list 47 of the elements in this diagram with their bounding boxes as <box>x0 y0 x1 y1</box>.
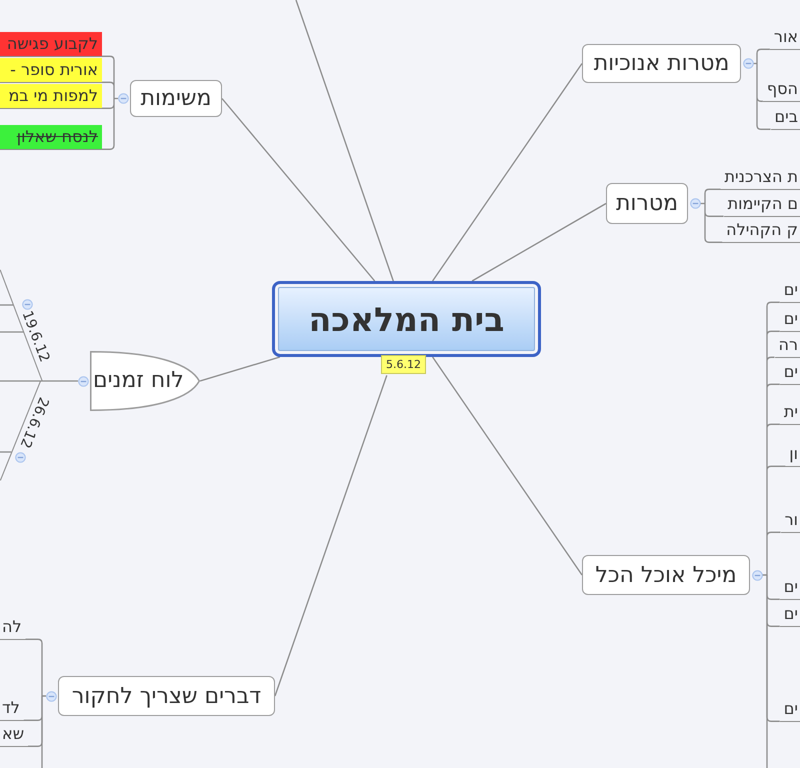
subtopic-label: ק הקהילה <box>722 221 800 243</box>
connector-line <box>295 0 394 282</box>
topic-box: דברים שצריך לחקור <box>58 676 275 716</box>
subtopic-label: אור <box>770 28 800 50</box>
subtopic-label: ור <box>780 511 800 533</box>
connector-line <box>432 356 583 576</box>
task-label: לקבוע פגישה <box>0 32 102 57</box>
subtopic-label: שא <box>0 725 28 747</box>
connector-line <box>752 48 772 130</box>
connector-line <box>0 331 24 333</box>
subtopic-label: ים <box>780 363 800 385</box>
connector-line <box>432 63 583 282</box>
connector-line <box>200 356 280 382</box>
subtopic-label: ם הקיימות <box>724 195 800 217</box>
task-label: אורית סופר - <box>0 58 102 83</box>
subtopic-label: ים <box>780 281 800 303</box>
topic-box: מטרות אנוכיות <box>582 44 741 83</box>
connector-line <box>762 574 768 768</box>
subtopic-label: ון <box>785 445 800 467</box>
connector-line <box>274 375 388 696</box>
connector-line <box>0 304 14 306</box>
connector-line <box>0 380 78 382</box>
subtopic-label: ית <box>780 403 800 425</box>
subtopic-label: לד <box>0 699 24 721</box>
subtopic-label: רה <box>774 336 800 358</box>
date-note: 5.6.12 <box>381 355 426 374</box>
topic-box: מיכל אוכל הכל <box>582 555 750 595</box>
central-topic-box: בית המלאכה <box>272 281 541 357</box>
subtopic-label: ים <box>780 578 800 600</box>
task-label: לנסח שאלון <box>0 125 102 150</box>
connector-line <box>0 451 12 453</box>
connector-line <box>101 56 119 150</box>
subtopic-label: ת הצרכנית <box>720 168 800 190</box>
connector-line <box>472 202 606 282</box>
connector-line <box>222 98 376 282</box>
subtopic-label: בים <box>770 108 800 130</box>
subtopic-label: ים <box>780 310 800 332</box>
topic-box: משימות <box>130 80 222 117</box>
fishbone-head: לוח זמנים <box>90 351 200 411</box>
subtopic-label: ים <box>780 700 800 722</box>
subtopic-label: הסף <box>762 80 800 102</box>
subtopic-label: ים <box>780 605 800 627</box>
subtopic-label: לה <box>0 618 26 640</box>
connector-line <box>41 695 46 768</box>
task-label: למפות מי במ <box>0 84 102 109</box>
connector-line <box>699 188 724 243</box>
topic-box: מטרות <box>606 183 688 224</box>
